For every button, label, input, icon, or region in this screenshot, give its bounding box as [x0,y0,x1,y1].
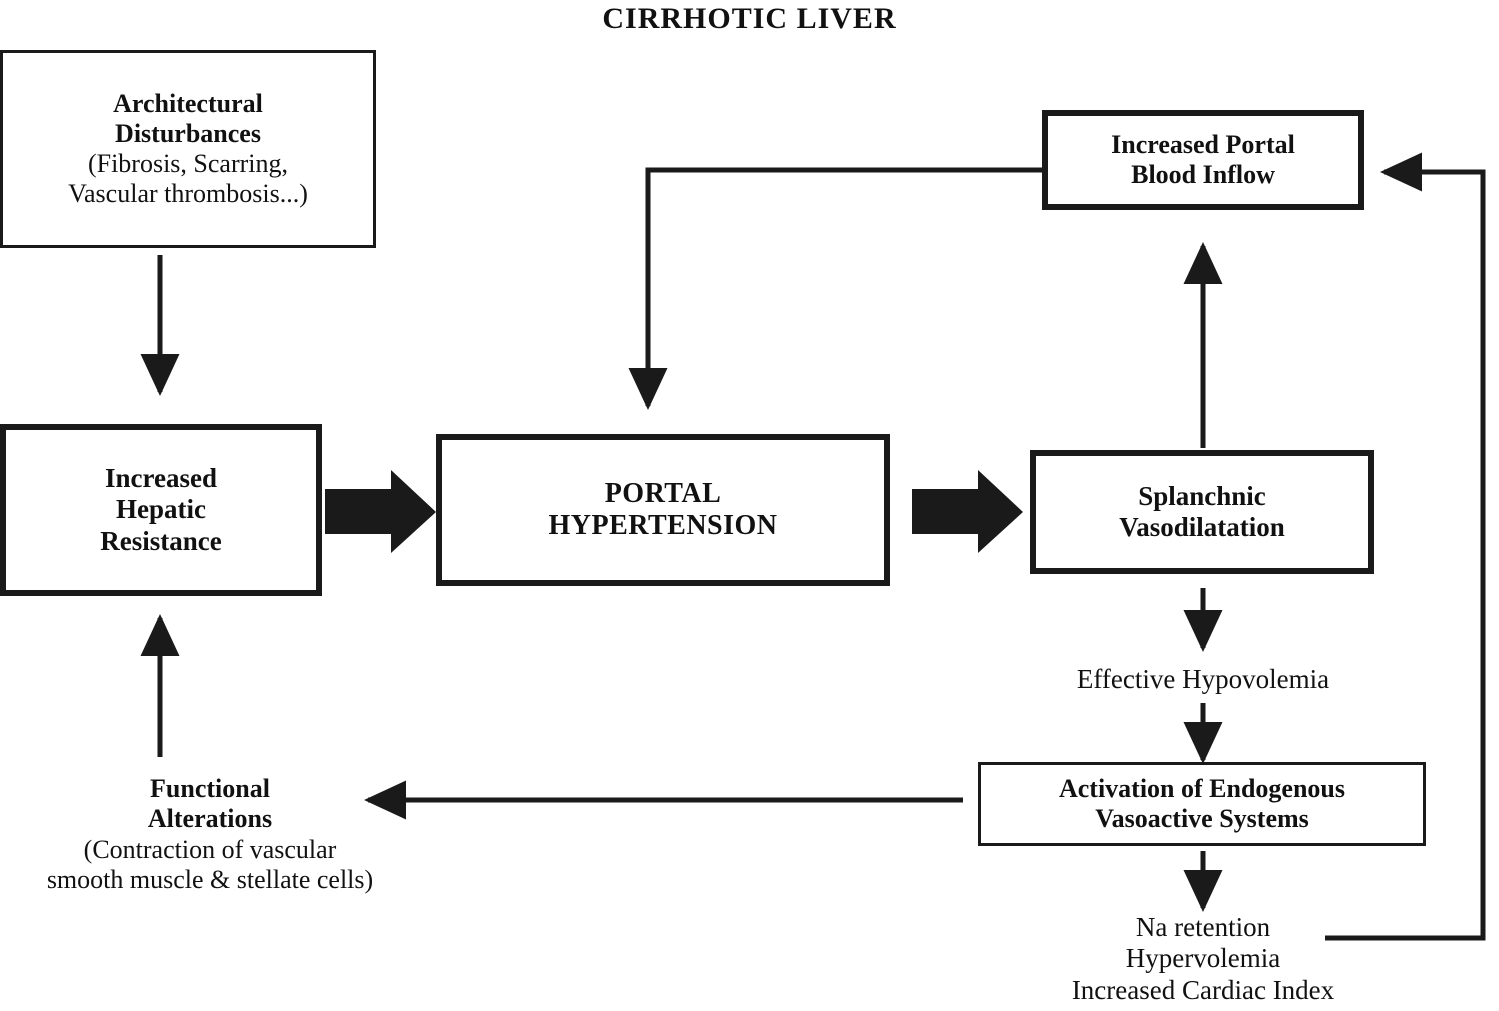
na-retention-line-2: Hypervolemia [1125,943,1281,974]
architectural-disturbances-line-2: Disturbances [115,118,261,148]
node-effective-hypovolemia: Effective Hypovolemia [1013,658,1393,702]
node-activation-of-endogenous-vasoactive-systems[interactable]: Activation of Endogenous Vasoactive Syst… [978,762,1426,846]
functional-alterations-line-4: smooth muscle & stellate cells) [46,864,374,894]
node-functional-alterations: Functional Alterations (Contraction of v… [0,762,420,907]
edge-portal-inflow-to-portal-hypertension [628,167,1042,411]
node-na-retention-group: Na retention Hypervolemia Increased Card… [1000,912,1406,1011]
portal-hypertension-line-2: HYPERTENSION [548,510,778,541]
increased-portal-blood-inflow-line-2: Blood Inflow [1131,160,1275,189]
node-splanchnic-vasodilatation[interactable]: Splanchnic Vasodilatation [1030,450,1374,574]
splanchnic-vasodilatation-line-2: Vasodilatation [1119,512,1285,542]
edge-block-arrow-portal-to-splanchnic [912,470,1023,553]
architectural-disturbances-line-4: Vascular thrombosis...) [68,179,308,209]
node-increased-hepatic-resistance[interactable]: Increased Hepatic Resistance [0,424,322,596]
na-retention-line-3: Increased Cardiac Index [1071,974,1335,1005]
architectural-disturbances-line-1: Architectural [113,88,263,118]
splanchnic-vasodilatation-line-1: Splanchnic [1138,480,1266,511]
increased-portal-blood-inflow-line-1: Increased Portal [1111,129,1295,159]
architectural-disturbances-line-3: (Fibrosis, Scarring, [87,149,289,178]
functional-alterations-line-1: Functional [150,774,270,804]
na-retention-line-1: Na retention [1135,912,1271,942]
increased-hepatic-resistance-line-2: Hepatic [116,494,206,525]
portal-hypertension-line-1: PORTAL [604,477,722,509]
activation-vasoactive-line-2: Vasoactive Systems [1095,804,1309,833]
node-portal-hypertension[interactable]: PORTAL HYPERTENSION [436,434,890,586]
node-increased-portal-blood-inflow[interactable]: Increased Portal Blood Inflow [1042,110,1364,210]
increased-hepatic-resistance-line-1: Increased [105,463,217,494]
functional-alterations-line-2: Alterations [147,804,273,834]
functional-alterations-line-3: (Contraction of vascular [83,834,337,864]
edge-block-arrow-hepatic-to-portal [325,470,436,553]
page-title: CIRRHOTIC LIVER [602,2,897,35]
activation-vasoactive-line-1: Activation of Endogenous [1058,773,1346,803]
node-architectural-disturbances[interactable]: Architectural Disturbances (Fibrosis, Sc… [0,50,376,248]
increased-hepatic-resistance-line-3: Resistance [100,525,222,556]
effective-hypovolemia-label: Effective Hypovolemia [1076,664,1330,695]
